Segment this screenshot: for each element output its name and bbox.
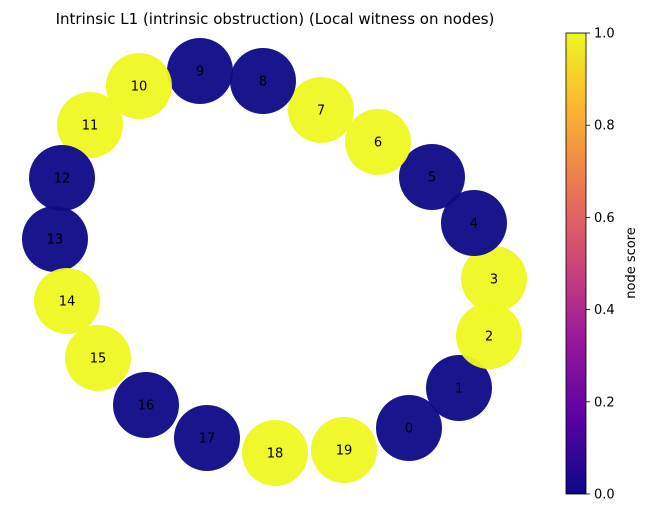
colorbar-tick-label: 0.4 [594, 303, 615, 318]
node-circle [106, 53, 172, 119]
graph-node: 1 [426, 355, 492, 421]
graph-node: 11 [57, 92, 123, 158]
node-circle [242, 420, 308, 486]
node-label: 9 [196, 65, 204, 80]
node-circle [113, 372, 179, 438]
node-circle [311, 417, 377, 483]
node-circle [167, 38, 233, 104]
node-label: 10 [131, 80, 148, 95]
node-circle [345, 109, 411, 175]
graph-node: 18 [242, 420, 308, 486]
node-circle [65, 325, 131, 391]
graph-node: 0 [376, 395, 442, 461]
node-circle [230, 48, 296, 114]
node-circle [461, 246, 527, 312]
node-label: 5 [428, 171, 436, 186]
node-circle [57, 92, 123, 158]
node-label: 13 [47, 233, 64, 248]
graph-node: 4 [441, 190, 507, 256]
node-label: 11 [82, 119, 99, 134]
node-circle [426, 355, 492, 421]
colorbar-tick-label: 0.0 [594, 488, 615, 503]
colorbar-tick-label: 0.6 [594, 211, 615, 226]
colorbar-tick-label: 0.8 [594, 119, 615, 134]
node-label: 18 [267, 447, 284, 462]
graph-node: 7 [288, 77, 354, 143]
graph-node: 14 [34, 268, 100, 334]
colorbar-label: node score [624, 227, 639, 299]
node-label: 2 [485, 330, 493, 345]
colorbar-tick-label: 0.2 [594, 395, 615, 410]
graph-node: 2 [456, 303, 522, 369]
graph-node: 13 [22, 206, 88, 272]
node-label: 12 [54, 172, 71, 187]
node-label: 16 [138, 399, 155, 414]
node-label: 6 [374, 136, 382, 151]
graph-node: 10 [106, 53, 172, 119]
chart-title: Intrinsic L1 (intrinsic obstruction) (Lo… [56, 10, 495, 28]
node-label: 19 [336, 444, 353, 459]
graph-node: 12 [29, 145, 95, 211]
node-circle [29, 145, 95, 211]
node-label: 4 [470, 217, 478, 232]
node-label: 17 [199, 432, 216, 447]
node-circle [456, 303, 522, 369]
graph-node: 16 [113, 372, 179, 438]
node-label: 14 [59, 295, 76, 310]
graph-node: 9 [167, 38, 233, 104]
colorbar-ticks: 0.0 0.2 0.4 0.6 0.8 1.0 [586, 27, 615, 503]
node-label: 8 [259, 75, 267, 90]
graph-node: 19 [311, 417, 377, 483]
graph-node: 5 [399, 144, 465, 210]
graph-node: 3 [461, 246, 527, 312]
colorbar: 0.0 0.2 0.4 0.6 0.8 1.0 node score [565, 27, 639, 503]
node-label: 0 [405, 422, 413, 437]
node-label: 15 [90, 352, 107, 367]
node-circle [174, 405, 240, 471]
node-circle [22, 206, 88, 272]
node-circle [399, 144, 465, 210]
node-label: 1 [455, 382, 463, 397]
graph-node: 6 [345, 109, 411, 175]
node-circle [288, 77, 354, 143]
node-label: 7 [317, 104, 325, 119]
graph-node: 17 [174, 405, 240, 471]
node-label: 3 [490, 273, 498, 288]
node-circle [376, 395, 442, 461]
colorbar-tick-label: 1.0 [594, 27, 615, 42]
graph-node: 8 [230, 48, 296, 114]
node-circle [34, 268, 100, 334]
colorbar-gradient [565, 32, 587, 495]
node-circle [441, 190, 507, 256]
graph-node: 15 [65, 325, 131, 391]
